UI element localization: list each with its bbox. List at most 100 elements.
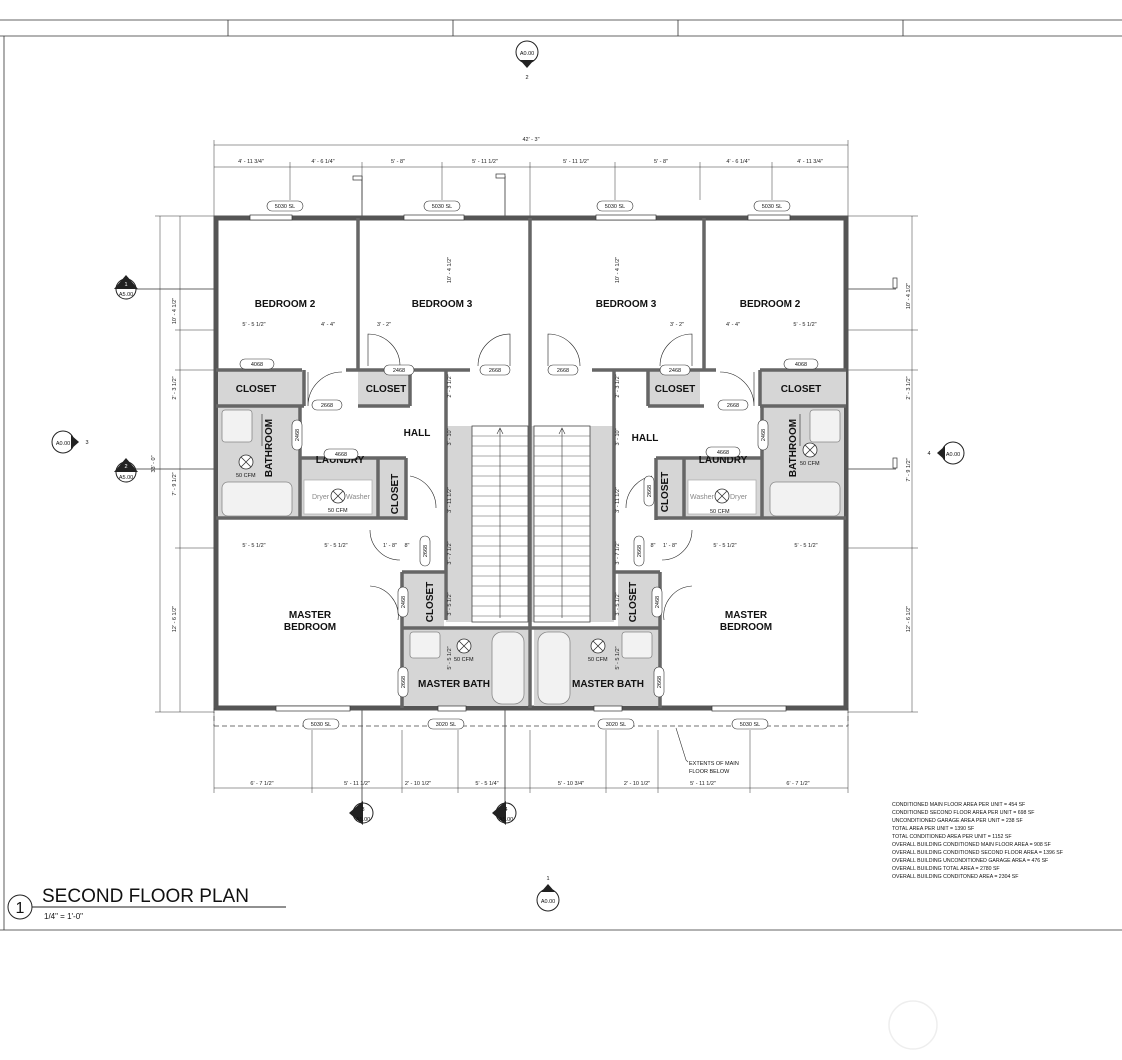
- dim-text: 5' - 11 1/2": [344, 781, 370, 787]
- door-tag: 2668: [321, 403, 333, 409]
- room-label-bedroom-2: BEDROOM 2: [255, 299, 316, 310]
- room-label-closet: CLOSET: [660, 472, 671, 513]
- dim-text: 6' - 7 1/2": [786, 781, 809, 787]
- door-tag: 2468: [655, 596, 661, 608]
- dim-text: 8": [650, 543, 655, 549]
- washer-label: Washer: [346, 494, 371, 501]
- svg-text:4: 4: [927, 451, 930, 457]
- room-label-bathroom: BATHROOM: [788, 419, 799, 477]
- svg-text:A0.00: A0.00: [541, 899, 555, 905]
- door-tag: 4068: [795, 362, 807, 368]
- svg-text:A5.00: A5.00: [119, 292, 133, 298]
- extents-annotation: EXTENTS OF MAIN FLOOR BELOW: [675, 727, 739, 775]
- area-notes: CONDITIONED MAIN FLOOR AREA PER UNIT = 4…: [892, 802, 1063, 880]
- dim-text: 5' - 5 1/2": [324, 543, 347, 549]
- area-note: OVERALL BUILDING TOTAL AREA = 2780 SF: [892, 866, 1000, 872]
- room-label-hall: HALL: [404, 428, 431, 439]
- dim-text: 2' - 3 1/2": [172, 376, 178, 399]
- room-label-bedroom-3: BEDROOM 3: [412, 299, 473, 310]
- dim-text: 5' - 11 1/2": [690, 781, 716, 787]
- elevation-marker-icon: A0.00 1: [536, 876, 560, 912]
- window-tag: 5030 SL: [275, 204, 296, 210]
- room-label-bedroom-3: BEDROOM 3: [596, 299, 657, 310]
- fan-icon: [802, 442, 818, 458]
- svg-text:A0.00: A0.00: [56, 441, 70, 447]
- window-tags: 5030 SL 5030 SL 5030 SL 5030 SL 5030 SL …: [266, 200, 791, 730]
- section-markers: A0.00 2 A0.00 1 A0.00 3 A0.00 4 1 A5.00: [51, 40, 965, 912]
- dim-text: 3' - 11 1/2": [447, 487, 453, 513]
- room-label-hall: HALL: [632, 433, 659, 444]
- window-tag: 5030 SL: [740, 722, 761, 728]
- elevation-marker-icon: A0.00 2: [515, 40, 539, 81]
- fan-icon: [238, 454, 254, 470]
- room-label-closet: CLOSET: [390, 474, 401, 515]
- fan-icon: [456, 638, 472, 654]
- svg-text:A0.00: A0.00: [946, 452, 960, 458]
- dim-text: 4' - 6 1/4": [311, 159, 334, 165]
- window-tag: 3020 SL: [606, 722, 627, 728]
- window-tag: 5030 SL: [432, 204, 453, 210]
- svg-text:1: 1: [124, 282, 127, 288]
- door-tag: 2668: [657, 676, 663, 688]
- door-tag: 2668: [637, 545, 643, 557]
- fan-rating: 50 CFM: [710, 509, 730, 515]
- door-tag: 2668: [423, 545, 429, 557]
- window-tag: 5030 SL: [762, 204, 783, 210]
- annotation-line: FLOOR BELOW: [689, 769, 730, 775]
- area-note: OVERALL BUILDING UNCONDITIONED GARAGE AR…: [892, 858, 1048, 864]
- dim-text: 2' - 3 1/2": [615, 374, 621, 397]
- dim-text: 2' - 3 1/2": [906, 376, 912, 399]
- door-swings: [261, 333, 801, 621]
- dim-text: 5' - 5 1/2": [615, 646, 621, 669]
- fan-rating: 50 CFM: [588, 657, 608, 663]
- dim-text: 7' - 9 1/2": [172, 472, 178, 495]
- door-tag: 2668: [647, 485, 653, 497]
- dim-text: 5' - 5 1/2": [242, 322, 265, 328]
- dim-text: 3' - 10": [447, 428, 453, 445]
- room-label-closet: CLOSET: [236, 384, 277, 395]
- door-tags: 4068 4068 2668 2468 2668 2668 2468 2668 …: [239, 358, 819, 698]
- dim-text: 10' - 4 1/2": [906, 283, 912, 309]
- window-tag: 3020 SL: [436, 722, 457, 728]
- door-tag: 2468: [761, 429, 767, 441]
- window-tag: 5030 SL: [605, 204, 626, 210]
- door-tag: 4068: [251, 362, 263, 368]
- dim-text: 3' - 5 1/2": [615, 592, 621, 615]
- dim-text: 4' - 4": [726, 322, 740, 328]
- dim-text: 3' - 2": [670, 322, 684, 328]
- interior-walls: [216, 218, 846, 708]
- door-tag: 2468: [401, 596, 407, 608]
- dim-text: 12' - 6 1/2": [906, 606, 912, 632]
- room-label-closet: CLOSET: [366, 384, 407, 395]
- fan-rating: 50 CFM: [328, 508, 348, 514]
- dim-text: 2' - 10 1/2": [624, 781, 650, 787]
- appliance-labels: Dryer Washer Washer Dryer 50 CFM 50 CFM …: [236, 461, 820, 663]
- room-label-bathroom: BATHROOM: [264, 419, 275, 477]
- door-tag: 2468: [393, 368, 405, 374]
- door-tag: 2668: [401, 676, 407, 688]
- dim-text: 3' - 7 1/2": [615, 541, 621, 564]
- dim-text: 2' - 10 1/2": [405, 781, 431, 787]
- dim-text: 5' - 11 1/2": [563, 159, 589, 165]
- sheet-frame: [0, 19, 1122, 1050]
- section-cut-icon: 1 A5.00: [114, 275, 138, 300]
- room-label-master-bedroom: BEDROOM: [720, 622, 772, 633]
- dim-text: 5' - 5 1/4": [475, 781, 498, 787]
- door-tag: 2468: [669, 368, 681, 374]
- dim-text: 6' - 7 1/2": [250, 781, 273, 787]
- dim-text: 7' - 9 1/2": [906, 458, 912, 481]
- area-note: OVERALL BUILDING CONDITIONED MAIN FLOOR …: [892, 842, 1051, 848]
- elevation-marker-icon: A0.00 3: [51, 430, 89, 454]
- svg-text:A5.00: A5.00: [119, 475, 133, 481]
- area-note: TOTAL CONDITIONED AREA PER UNIT = 1152 S…: [892, 834, 1012, 840]
- dim-text: 4' - 6 1/4": [726, 159, 749, 165]
- door-tag: 4668: [717, 450, 729, 456]
- dim-text: 3' - 5 1/2": [447, 592, 453, 615]
- drawing-title: 1 SECOND FLOOR PLAN 1/4" = 1'-0": [7, 886, 286, 921]
- stairs: [471, 425, 591, 623]
- dim-text: 4' - 11 3/4": [797, 159, 823, 165]
- dim-text: 5' - 8": [391, 159, 405, 165]
- dim-text: 2' - 3 1/2": [447, 374, 453, 397]
- section-cut-icon: 2 A5.00: [114, 458, 138, 483]
